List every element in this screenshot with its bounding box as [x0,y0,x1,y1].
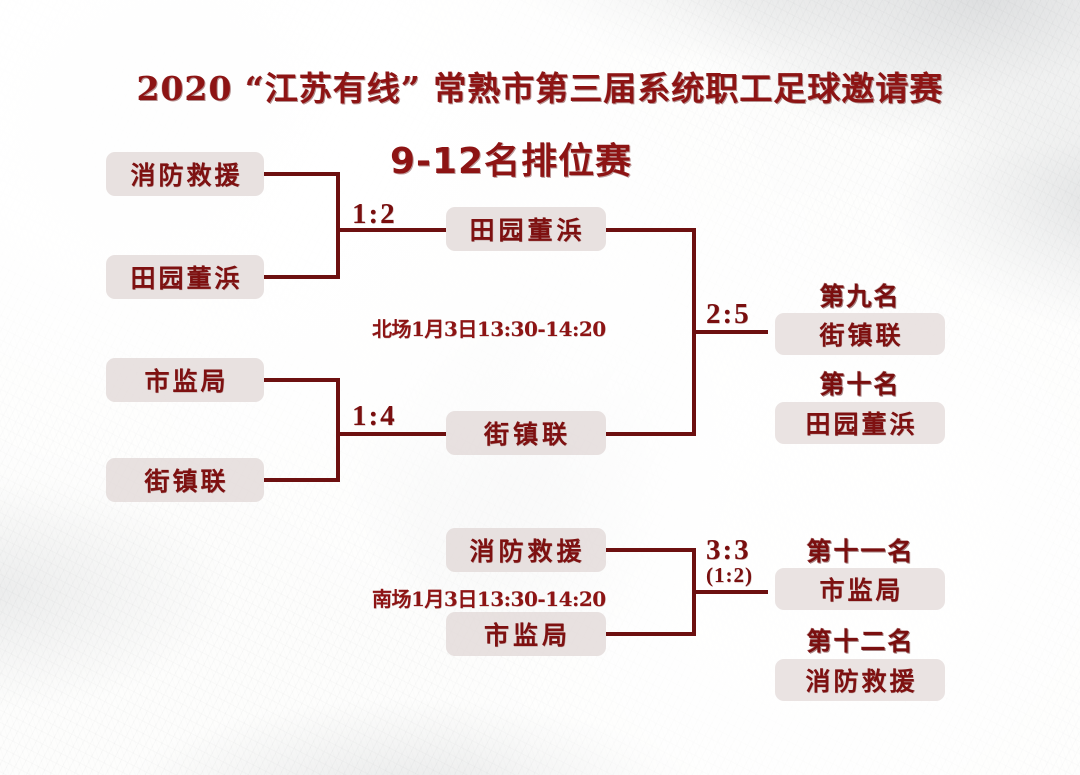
team-chip-upper-a-top: 消防救援 [106,152,264,196]
bracket-line-a-out [336,228,446,232]
team-chip-upper-a-bottom: 田园董浜 [106,255,264,299]
bracket-line-lower-out [692,590,768,594]
score-upper-final: 2:5 [706,298,751,330]
team-chip-lower-bottom: 市监局 [446,612,606,656]
rank-team-ninth: 街镇联 [775,313,945,355]
bracket-line-final-top [606,228,696,232]
score-upper-a: 1:2 [352,198,397,230]
score-upper-b: 1:4 [352,400,397,432]
page-subtitle: 9-12名排位赛 [390,141,633,182]
page-title: 2020 “江苏有线” 常熟市第三届系统职工足球邀请赛 [136,69,944,108]
bracket-line-b-top [264,378,340,382]
rank-team-eleventh: 市监局 [775,568,945,610]
bracket-line-a-vertical [336,172,340,279]
bracket-line-b-out [336,432,446,436]
rank-label-eleventh: 第十一名 [806,537,915,566]
bracket-line-b-vertical [336,378,340,482]
bracket-line-lower-bottom [606,632,696,636]
bracket-line-b-bottom [264,478,340,482]
bracket-line-a-bottom [264,275,340,279]
rank-label-ninth: 第九名 [819,282,901,311]
bracket-line-a-top [264,172,340,176]
rank-team-tenth: 田园董浜 [775,402,945,444]
score-lower-regulation: 3:3 [706,534,751,566]
team-chip-lower-top: 消防救援 [446,528,606,572]
rank-label-twelfth: 第十二名 [806,627,915,656]
bracket-line-lower-top [606,548,696,552]
score-lower: 3:3 (1:2) [706,534,753,588]
team-chip-upper-b-top: 市监局 [106,358,264,402]
team-chip-upper-b-winner: 街镇联 [446,411,606,455]
bracket-line-final-bottom [606,432,696,436]
team-chip-upper-b-bottom: 街镇联 [106,458,264,502]
team-chip-upper-a-winner: 田园董浜 [446,207,606,251]
rank-label-tenth: 第十名 [819,370,901,399]
bracket-line-final-out [692,330,768,334]
score-lower-penalty: (1:2) [706,563,753,587]
match-note-lower: 南场1月3日13:30-14:20 [372,587,606,611]
match-note-upper: 北场1月3日13:30-14:20 [372,317,606,341]
rank-team-twelfth: 消防救援 [775,659,945,701]
